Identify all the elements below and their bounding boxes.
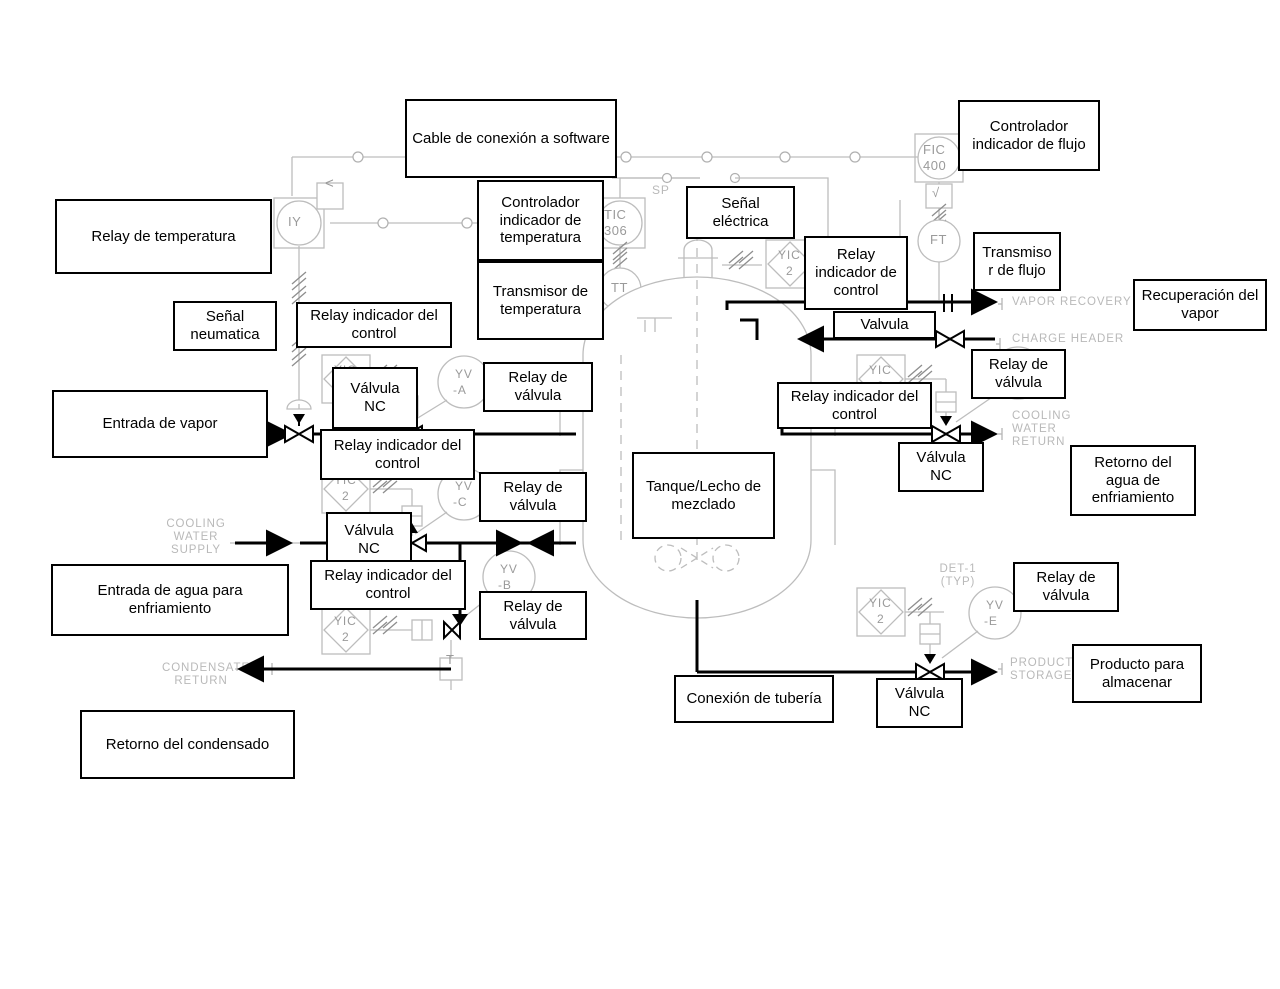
callout-valvula-nc-4[interactable]: Válvula NC — [876, 678, 963, 728]
tag-condensate-return: CONDENSATE RETURN — [162, 662, 251, 687]
selector-less-than-icon: < — [325, 175, 334, 192]
callout-relay-indicador-control-5[interactable]: Relay indicador del control — [310, 560, 466, 610]
callout-transmisor-temperatura[interactable]: Transmisor de temperatura — [477, 261, 604, 340]
instrument-fic-tag: FIC — [923, 142, 946, 157]
callout-relay-valvula-e[interactable]: Relay de válvula — [1013, 562, 1119, 612]
callout-conexion-tuberia[interactable]: Conexión de tubería — [674, 675, 834, 723]
tag-cooling-water-return: COOLING WATER RETURN — [1012, 410, 1072, 448]
callout-controlador-temperatura[interactable]: Controlador indicador de temperatura — [477, 180, 604, 261]
yv-a-number: -A — [453, 383, 467, 397]
instrument-ft-label: FT — [930, 232, 947, 247]
instrument-tt-label: TT — [611, 280, 628, 295]
yic-6-number: 2 — [877, 612, 885, 626]
steam-trap-label: T — [446, 652, 454, 667]
yic-3-tag: YIC — [334, 614, 357, 628]
yv-e-number: -E — [984, 614, 998, 628]
yic-4-number: 2 — [786, 264, 794, 278]
instrument-iy-label: IY — [288, 214, 302, 229]
callout-recuperacion-vapor[interactable]: Recuperación del vapor — [1133, 279, 1267, 331]
callout-relay-valvula-b[interactable]: Relay de válvula — [479, 591, 587, 640]
callout-tanque-lecho[interactable]: Tanque/Lecho de mezclado — [632, 452, 775, 539]
yic-5-tag: YIC — [869, 363, 892, 377]
callout-retorno-condensado[interactable]: Retorno del condensado — [80, 710, 295, 779]
callout-valvula-top[interactable]: Valvula — [833, 311, 936, 339]
tag-charge-header: CHARGE HEADER — [1012, 333, 1125, 345]
yv-a-tag: YV — [455, 367, 473, 381]
callout-valvula-nc-3[interactable]: Válvula NC — [898, 442, 984, 492]
yv-c-number: -C — [453, 495, 468, 509]
callout-relay-indicador-control-2[interactable]: Relay indicador del control — [296, 302, 452, 348]
callout-controlador-flujo[interactable]: Controlador indicador de flujo — [958, 100, 1100, 171]
callout-relay-indicador-control-3[interactable]: Relay indicador del control — [320, 429, 475, 480]
tag-det-typ: DET-1 (TYP) — [939, 563, 977, 588]
yic-3-number: 2 — [342, 630, 350, 644]
yic-4-tag: YIC — [778, 248, 801, 262]
callout-relay-valvula-c[interactable]: Relay de válvula — [479, 472, 587, 522]
yic-2-number: 2 — [342, 489, 350, 503]
yic-6-tag: YIC — [869, 596, 892, 610]
instrument-tic-tag: TIC — [604, 207, 627, 222]
callout-transmisor-flujo[interactable]: Transmiso r de flujo — [973, 232, 1061, 291]
callout-entrada-agua[interactable]: Entrada de agua para enfriamiento — [51, 564, 289, 636]
callout-relay-temperatura[interactable]: Relay de temperatura — [55, 199, 272, 274]
callout-valvula-nc-1[interactable]: Válvula NC — [332, 367, 418, 429]
tag-setpoint: SP — [652, 183, 670, 197]
yv-b-tag: YV — [500, 562, 518, 576]
callout-entrada-vapor[interactable]: Entrada de vapor — [52, 390, 268, 458]
callout-retorno-agua[interactable]: Retorno del agua de enfriamiento — [1070, 445, 1196, 516]
callout-senal-neumatica[interactable]: Señal neumatica — [173, 301, 277, 351]
callout-cable-software[interactable]: Cable de conexión a software — [405, 99, 617, 178]
yv-c-tag: YV — [455, 479, 473, 493]
callout-relay-valvula-a[interactable]: Relay de válvula — [483, 362, 593, 412]
callout-senal-electrica[interactable]: Señal eléctrica — [686, 186, 795, 239]
yv-e-tag: YV — [986, 598, 1004, 612]
tag-cooling-water-supply: COOLING WATER SUPPLY — [166, 518, 226, 556]
sqrt-extractor-icon: √ — [932, 185, 940, 200]
instrument-fic-number: 400 — [923, 158, 947, 173]
tag-vapor-recovery: VAPOR RECOVERY — [1012, 296, 1132, 308]
instrument-tic-number: 306 — [604, 223, 628, 238]
callout-relay-valvula-r[interactable]: Relay de válvula — [971, 349, 1066, 399]
callout-relay-indicador-control-1[interactable]: Relay indicador de control — [804, 236, 908, 310]
yv-b-number: -B — [498, 578, 512, 592]
callout-producto-almacenar[interactable]: Producto para almacenar — [1072, 644, 1202, 703]
tag-product-storage: PRODUCT STORAGE — [1010, 657, 1074, 682]
callout-relay-indicador-control-4[interactable]: Relay indicador del control — [777, 382, 932, 429]
